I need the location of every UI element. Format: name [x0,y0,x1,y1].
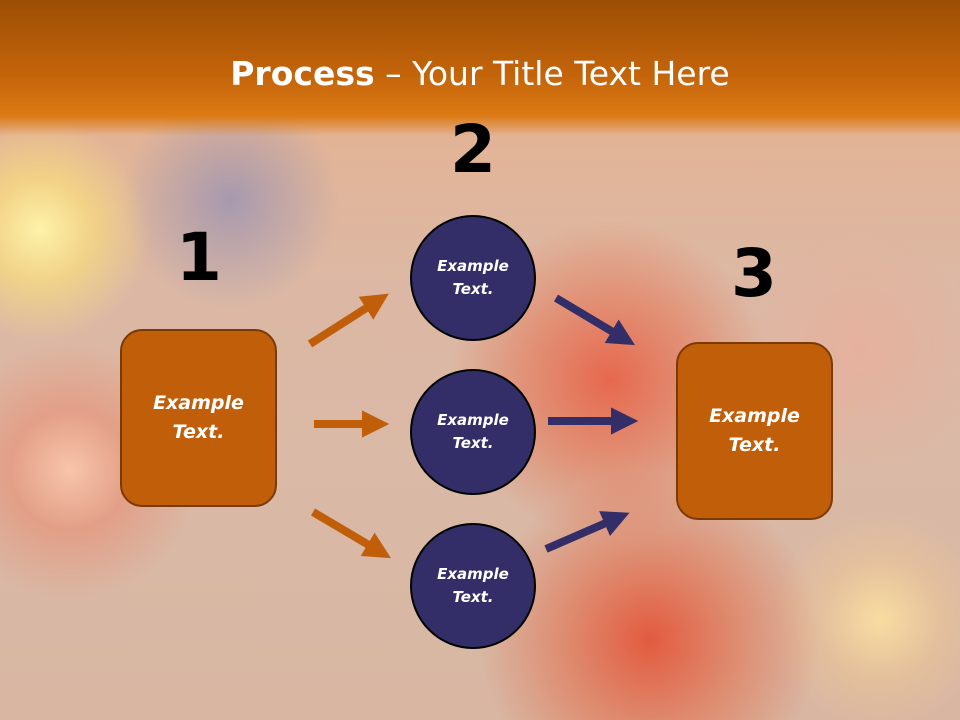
process-circle-middle-text: Example Text. [437,411,509,452]
process-box-1: Example Text. [120,329,277,507]
arrow-box1-to-circle-bottom [310,508,392,559]
arrow-circle-bottom-to-box3 [544,511,630,553]
title-bar [0,0,960,136]
title-rest: – Your Title Text Here [374,54,730,93]
process-circle-middle: Example Text. [410,369,536,495]
process-circle-top: Example Text. [410,215,536,341]
process-circle-bottom-text: Example Text. [437,565,509,606]
process-box-1-text: Example Text. [153,392,244,443]
arrow-circle-top-to-box3 [553,294,636,346]
process-box-3-text: Example Text. [709,405,800,456]
step-number-1: 1 [176,219,222,296]
step-number-3: 3 [731,235,777,312]
arrow-box1-to-circle-top [307,293,389,348]
process-circle-top-text: Example Text. [437,257,509,298]
process-box-3: Example Text. [676,342,833,520]
step-number-2: 2 [450,111,496,188]
title-bold: Process [230,54,375,93]
slide-title: Process – Your Title Text Here [0,52,960,96]
process-circle-bottom: Example Text. [410,523,536,649]
